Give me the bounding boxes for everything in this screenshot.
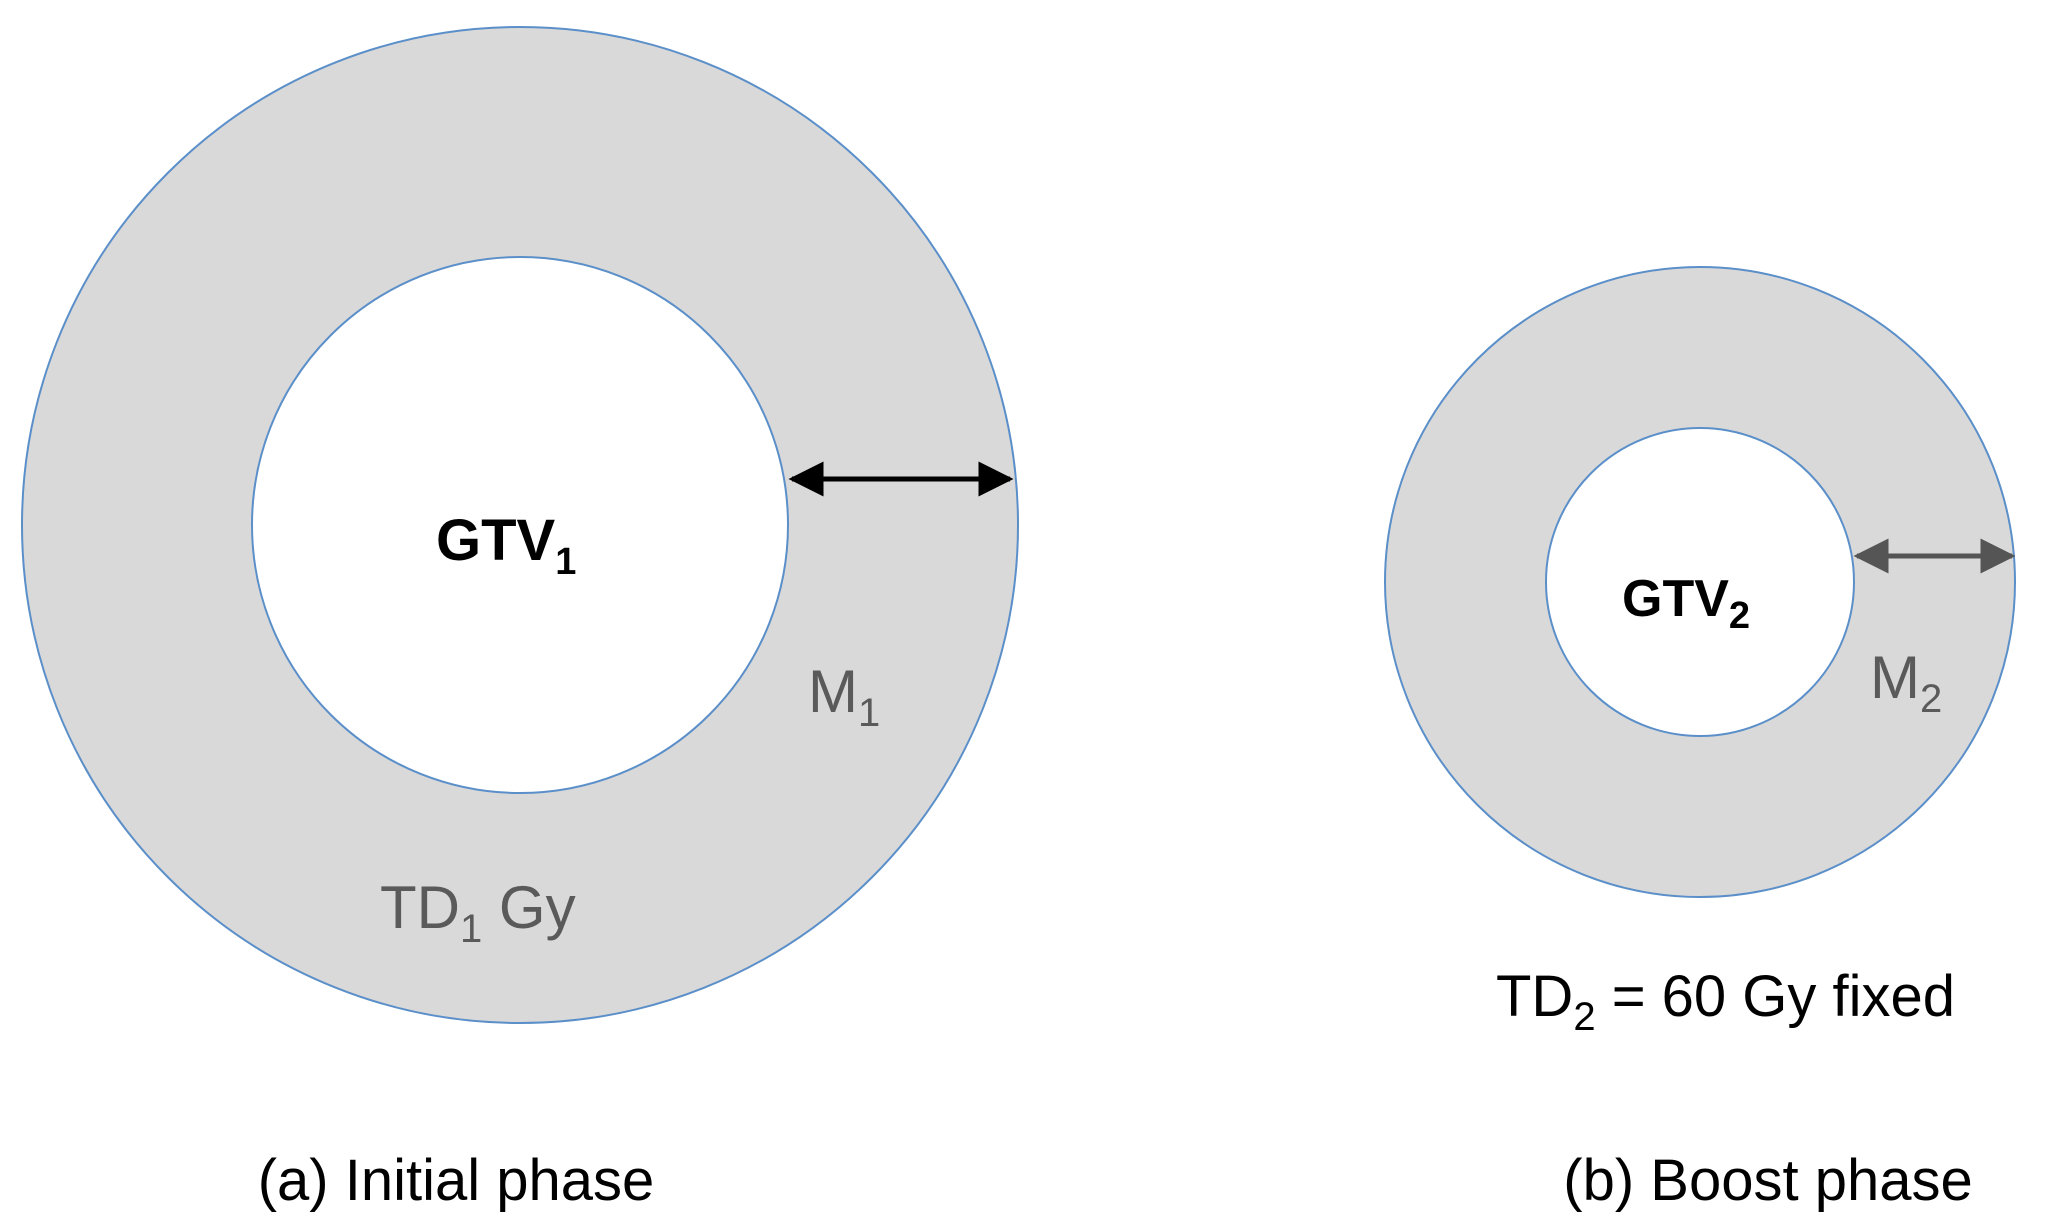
dose-label-initial: TD1 Gy (380, 874, 576, 951)
dose-label-boost: TD2 = 60 Gy fixed (1496, 964, 1955, 1039)
gtv-core-boost (1545, 427, 1855, 737)
panel-initial-phase: GTV1 M1 TD1 Gy (a) Initial phase (21, 26, 1019, 1213)
panel-boost-phase: GTV2 M2 TD2 = 60 Gy fixed (b) Boost phas… (1384, 266, 2016, 1213)
gtv-core-initial (251, 256, 789, 794)
caption-initial-phase: (a) Initial phase (258, 1148, 655, 1213)
margin-label-initial: M1 (808, 658, 880, 735)
gtv-label-boost: GTV2 (1622, 570, 1750, 637)
gtv-label-initial: GTV1 (436, 508, 576, 583)
margin-label-boost: M2 (1870, 644, 1942, 721)
caption-boost-phase: (b) Boost phase (1563, 1148, 1972, 1213)
